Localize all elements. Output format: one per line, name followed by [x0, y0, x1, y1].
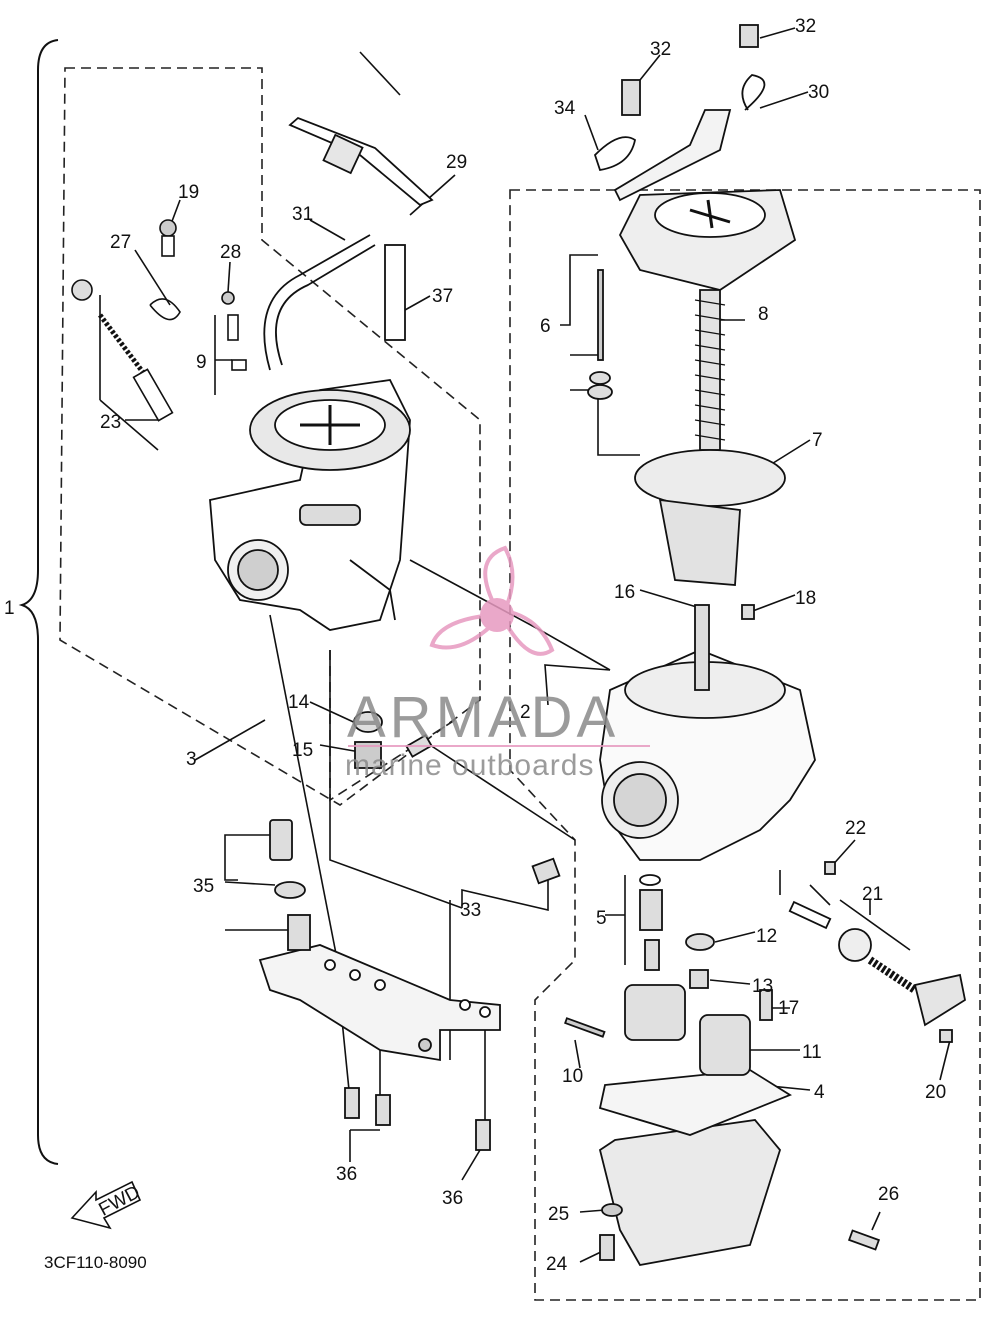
watermark-logo: ARMADA marine outboards	[345, 545, 650, 782]
callout-8: 8	[758, 304, 769, 325]
callout-28: 28	[220, 242, 241, 263]
callout-30: 30	[808, 82, 829, 103]
callout-22: 22	[845, 818, 866, 839]
callout-14: 14	[288, 692, 310, 713]
fwd-arrow-icon: FWD	[70, 1180, 144, 1230]
callout-15: 15	[292, 740, 313, 761]
callout-31: 31	[292, 204, 313, 225]
callout-5: 5	[596, 908, 607, 929]
callout-11: 11	[802, 1042, 822, 1063]
right-carburetor-exploded	[564, 24, 967, 1266]
callout-2: 2	[520, 702, 531, 723]
callout-10: 10	[562, 1066, 583, 1087]
callout-32a: 32	[650, 39, 671, 60]
part-code: 3CF110-8090	[44, 1253, 147, 1272]
callout-23: 23	[100, 412, 121, 433]
callout-34: 34	[554, 98, 576, 119]
callout-16: 16	[614, 582, 635, 603]
callout-6: 6	[540, 316, 551, 337]
callout-29: 29	[446, 152, 467, 173]
callout-1: 1	[4, 598, 15, 619]
leader-lines	[99, 27, 951, 1263]
callout-24: 24	[546, 1254, 568, 1275]
callout-32b: 32	[795, 16, 816, 37]
assembly-brace	[18, 39, 59, 1165]
callout-36b: 36	[442, 1188, 463, 1209]
callout-9: 9	[196, 352, 207, 373]
callout-numbers: 1 2 3 4 5 6 7 8 9 10 11 12 13 14 15 16 1…	[4, 16, 946, 1275]
callout-21: 21	[862, 884, 883, 905]
callout-4: 4	[814, 1082, 825, 1103]
callout-13: 13	[752, 976, 773, 997]
callout-18: 18	[795, 588, 816, 609]
callout-36a: 36	[336, 1164, 357, 1185]
callout-19: 19	[178, 182, 199, 203]
callout-25: 25	[548, 1204, 569, 1225]
callout-3: 3	[186, 749, 197, 770]
callout-26: 26	[878, 1184, 899, 1205]
callout-20: 20	[925, 1082, 946, 1103]
callout-35: 35	[193, 876, 214, 897]
callout-37: 37	[432, 286, 453, 307]
callout-27: 27	[110, 232, 131, 253]
callout-12: 12	[756, 926, 777, 947]
hoses	[263, 116, 434, 371]
dashed-group-outlines	[59, 67, 981, 1301]
left-carburetor-assembly	[209, 379, 411, 631]
propeller-icon	[429, 545, 555, 656]
watermark-tagline: marine outboards	[345, 749, 594, 782]
callout-33: 33	[460, 900, 481, 921]
left-small-parts	[71, 219, 247, 422]
watermark-brand: ARMADA	[347, 685, 619, 750]
callout-7: 7	[812, 430, 823, 451]
callout-17: 17	[778, 998, 799, 1019]
